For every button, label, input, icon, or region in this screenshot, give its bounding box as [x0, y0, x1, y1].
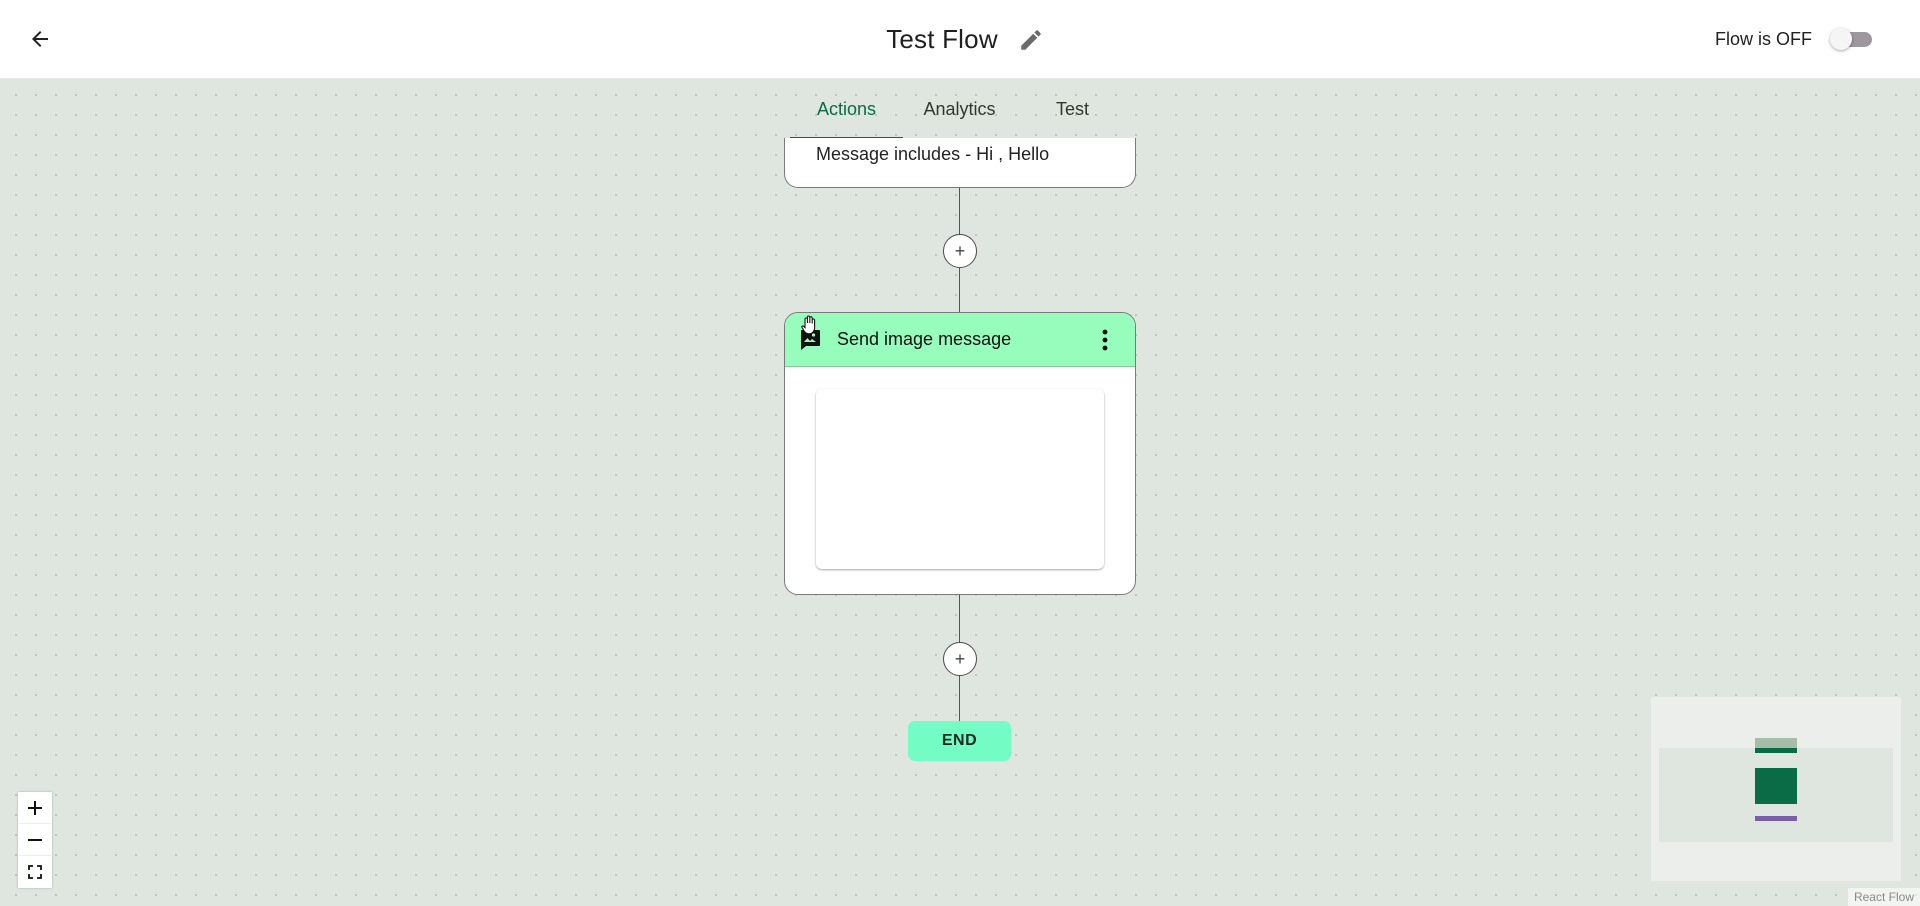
- pencil-icon: [1021, 29, 1041, 50]
- edit-title-button[interactable]: [1016, 25, 1046, 55]
- minimap-node: [1755, 768, 1797, 804]
- plus-icon: [28, 800, 42, 815]
- tabs: Actions Analytics Test: [790, 79, 1129, 139]
- trigger-node[interactable]: Message includes - Hi , Hello: [784, 138, 1136, 188]
- minimap-node: [1755, 738, 1797, 748]
- arrow-left-icon: [32, 31, 48, 47]
- tab-analytics[interactable]: Analytics: [923, 98, 996, 119]
- node-header: Send image message: [785, 313, 1135, 367]
- image-message-icon: [797, 327, 823, 353]
- react-flow-attribution[interactable]: React Flow: [1847, 888, 1920, 906]
- node-title: Send image message: [837, 329, 1012, 349]
- flow-status-label: Flow is OFF: [1715, 28, 1812, 49]
- hand-cursor-icon: [801, 315, 816, 335]
- canvas-controls: [18, 792, 52, 888]
- back-button[interactable]: [24, 23, 56, 55]
- tab-test[interactable]: Test: [1055, 98, 1089, 119]
- flow-canvas[interactable]: Actions Analytics Test Message includes …: [0, 79, 1920, 906]
- flow-toggle[interactable]: [1830, 27, 1876, 51]
- minimap[interactable]: [1651, 697, 1901, 881]
- image-preview: [816, 389, 1104, 569]
- connector-line: [959, 595, 960, 651]
- trigger-condition-text: Message includes - Hi , Hello: [816, 144, 1050, 164]
- fit-view-button[interactable]: [18, 856, 52, 888]
- node-menu-button[interactable]: [1095, 327, 1115, 353]
- zoom-out-button[interactable]: [18, 824, 52, 856]
- toggle-thumb: [1830, 28, 1852, 50]
- connector-line: [959, 268, 960, 312]
- add-step-button[interactable]: +: [943, 234, 977, 268]
- send-image-message-node[interactable]: Send image message: [784, 312, 1136, 595]
- flow-status: Flow is OFF: [1715, 22, 1876, 56]
- flow-title: Test Flow: [886, 24, 998, 54]
- zoom-in-button[interactable]: [18, 792, 52, 824]
- more-vertical-icon: [1102, 329, 1108, 351]
- end-node[interactable]: END: [908, 721, 1011, 761]
- add-step-button[interactable]: +: [943, 642, 977, 676]
- connector-line: [959, 188, 960, 250]
- minimap-node: [1755, 748, 1797, 753]
- fit-view-icon: [28, 865, 42, 879]
- minus-icon: [28, 838, 42, 841]
- header: Test Flow Flow is OFF: [0, 0, 1920, 79]
- title-area: Test Flow: [0, 0, 1920, 79]
- minimap-node: [1755, 816, 1797, 821]
- connector-line: [959, 676, 960, 721]
- tab-actions[interactable]: Actions: [790, 79, 903, 139]
